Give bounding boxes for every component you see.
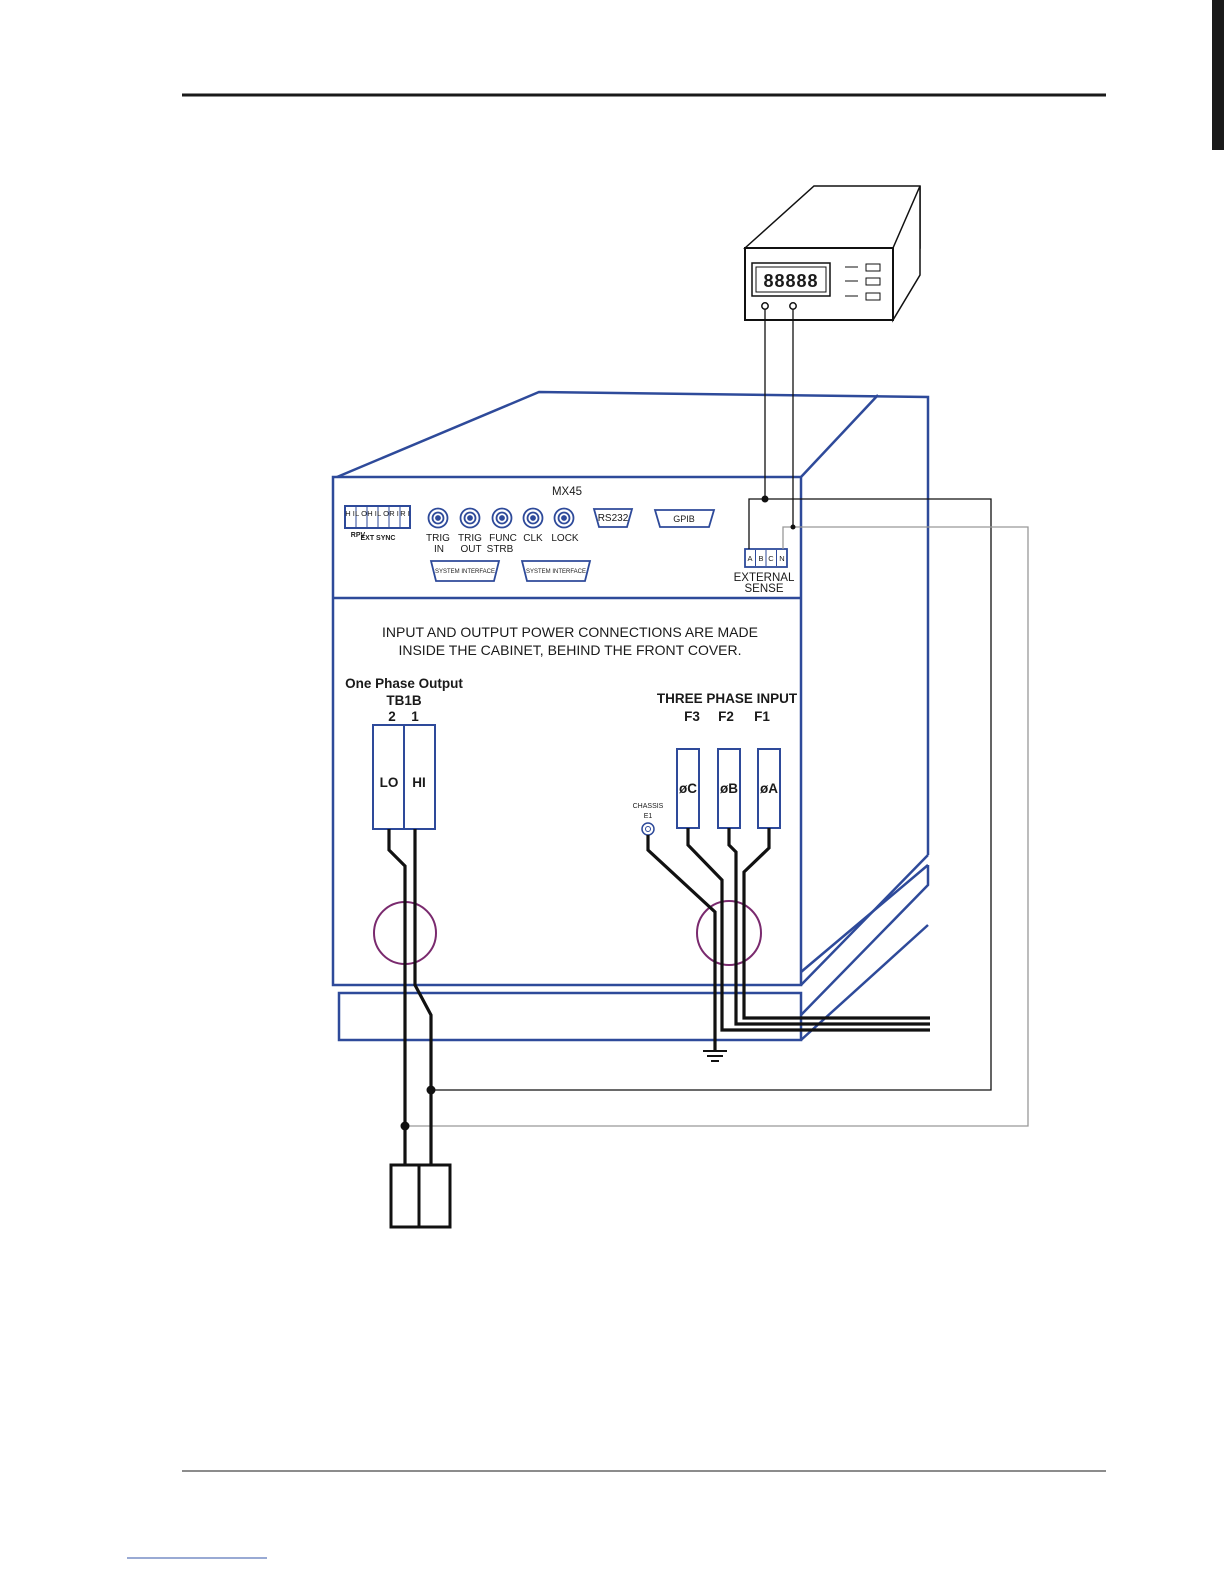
system-interface-port-1: SYSTEM INTERFACE <box>429 560 501 582</box>
output-terminal-hi: HI <box>412 775 426 790</box>
rs232-port: RS232 <box>592 508 634 528</box>
meter-keypad <box>845 263 881 301</box>
rear-connector-label: H I <box>367 509 377 518</box>
input-terminal-block <box>676 748 781 829</box>
rear-connector-block: H I L O H I L O R I R I RPV EXT SYNC <box>344 505 411 542</box>
bnc-trig-out-icon <box>459 507 481 529</box>
unit-model: MX45 <box>552 486 582 498</box>
meter-display <box>751 262 831 297</box>
input-terminal-phase-a: øA <box>760 781 778 796</box>
input-terminal-phase-b: øB <box>720 781 738 796</box>
external-sense-label: EXTERNAL <box>734 572 795 584</box>
gpib-port: GPIB <box>653 509 716 528</box>
meter-terminal-lo <box>789 302 797 310</box>
gpib-label: GPIB <box>673 514 695 524</box>
output-terminal-number: 1 <box>411 709 419 724</box>
page-edge-mark <box>1212 0 1224 150</box>
bnc-trig-in-icon <box>427 507 449 529</box>
bnc-label: LOCK <box>551 533 579 544</box>
chassis-label: CHASSIS <box>633 803 664 810</box>
input-title: THREE PHASE INPUT <box>657 691 798 706</box>
bnc-label: OUT <box>460 544 481 555</box>
bnc-label: FUNC <box>489 533 517 544</box>
output-terminal-number: 2 <box>388 709 396 724</box>
bnc-label: TRIG <box>458 533 482 544</box>
bnc-label: CLK <box>523 533 543 544</box>
unit-cabinet <box>331 390 930 1042</box>
system-interface-port-2: SYSTEM INTERFACE <box>520 560 592 582</box>
ground-icon <box>703 1050 727 1062</box>
input-cable-entry-ring <box>696 900 762 966</box>
meter-display-digits: 88888 <box>763 271 818 291</box>
meter-terminal-hi <box>761 302 769 310</box>
rear-connector-label: L O <box>377 509 389 518</box>
rear-connector-label: R I <box>400 509 410 518</box>
system-interface-label-1: SYSTEM INTERFACE <box>435 569 495 575</box>
input-wires <box>646 828 930 1050</box>
external-sense-terminals: A B C N <box>744 548 788 568</box>
notice-line-1: INPUT AND OUTPUT POWER CONNECTIONS ARE M… <box>382 624 758 640</box>
input-feed-label: F1 <box>754 709 770 724</box>
system-interface-label-2: SYSTEM INTERFACE <box>526 569 586 575</box>
sense-terminal-label: N <box>779 554 784 563</box>
notice-line-2: INSIDE THE CABINET, BEHIND THE FRONT COV… <box>398 642 741 658</box>
bnc-func-strb-icon <box>491 507 513 529</box>
bnc-connectors <box>427 507 575 529</box>
bnc-lock-icon <box>553 507 575 529</box>
output-title: One Phase Output <box>345 676 463 691</box>
bnc-labels: TRIG IN TRIG OUT FUNC STRB CLK LOCK <box>426 533 579 555</box>
input-terminal-phase-c: øC <box>679 781 697 796</box>
chassis-sub-label: E1 <box>644 813 653 820</box>
sense-wire-a <box>431 498 992 1091</box>
sense-terminal-label: C <box>768 554 774 563</box>
output-block: TB1B <box>386 693 422 708</box>
external-meter: 88888 <box>743 185 921 323</box>
bnc-clk-icon <box>522 507 544 529</box>
rear-connector-label: R I <box>389 509 399 518</box>
junction-dot <box>400 1121 410 1131</box>
sense-terminal-label: A <box>747 554 752 563</box>
load-block <box>389 1163 452 1229</box>
rpv-label: RPV <box>351 532 366 539</box>
junction-dot <box>426 1085 436 1095</box>
bnc-label: IN <box>434 544 444 555</box>
junction-dot <box>790 524 796 530</box>
bnc-label: TRIG <box>426 533 450 544</box>
meter-leads <box>764 309 794 527</box>
output-terminal-lo: LO <box>380 775 399 790</box>
junction-dot <box>761 495 769 503</box>
rear-connector-label: L O <box>355 509 367 518</box>
ext-sync-label: EXT SYNC <box>360 535 395 542</box>
sense-wire-n <box>405 526 1029 1127</box>
rs232-label: RS232 <box>598 513 629 524</box>
output-wires <box>387 829 433 1165</box>
input-feed-label: F3 <box>684 709 700 724</box>
input-feed-label: F2 <box>718 709 734 724</box>
bnc-label: STRB <box>487 544 514 555</box>
external-sense-label: SENSE <box>745 583 784 595</box>
sense-terminal-label: B <box>758 554 763 563</box>
rear-connector-label: H I <box>345 509 355 518</box>
chassis-stud-icon <box>641 822 655 836</box>
